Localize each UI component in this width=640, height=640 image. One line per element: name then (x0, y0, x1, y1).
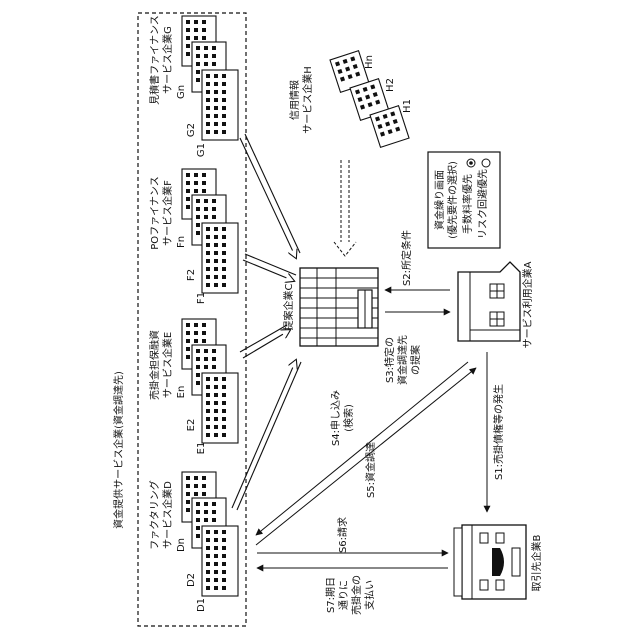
step-s4-label: S4:申し込み (検索) (329, 390, 355, 446)
label-e2: E2 (186, 419, 197, 432)
label-g1: G1 (196, 143, 207, 157)
svg-text:ファクタリング: ファクタリング (148, 480, 161, 550)
label-hn: Hn (364, 55, 375, 69)
svg-text:売掛金担保融資: 売掛金担保融資 (148, 330, 161, 400)
proposal-company-label: 提案企業C (282, 283, 295, 330)
step-s5-label: S5:資金調達 (364, 442, 377, 498)
label-en: En (176, 386, 187, 399)
radio-risk-priority[interactable] (482, 159, 490, 167)
svg-text:サービス企業E: サービス企業E (161, 332, 174, 398)
label-h1: H1 (402, 99, 413, 113)
credit-info-arrow (334, 160, 356, 256)
svg-text:の提案: の提案 (409, 345, 422, 375)
svg-text:サービス企業G: サービス企業G (161, 26, 174, 94)
svg-text:S7:期日: S7:期日 (325, 577, 337, 613)
svg-text:S3:特定の: S3:特定の (383, 337, 396, 383)
svg-text:(検索): (検索) (342, 404, 355, 432)
svg-text:通りに: 通りに (338, 580, 350, 610)
provider-group-label: 資金提供サービス企業(資金調達先) (112, 371, 125, 529)
step-s3-label: S3:特定の 資金調達先 の提案 (383, 335, 422, 385)
label-fn: Fn (176, 236, 187, 248)
svg-text:信用情報: 信用情報 (288, 80, 301, 120)
trading-partner-building (454, 525, 526, 599)
screen-title: 資金繰り画面 (433, 170, 446, 230)
svg-text:見積書ファイナンス: 見積書ファイナンス (148, 15, 161, 105)
label-f2: F2 (186, 269, 197, 281)
service-user-label: サービス利用企業A (521, 261, 534, 348)
label-gn: Gn (176, 85, 187, 99)
label-h2: H2 (385, 78, 396, 92)
provider-cluster-g (182, 16, 238, 140)
label-f1: F1 (196, 292, 207, 304)
group-e-label: 売掛金担保融資 サービス企業E (148, 330, 174, 400)
option-risk-priority: リスク回避優先 (476, 169, 489, 239)
group-f-label: POファイナンス サービス企業F (149, 176, 174, 250)
svg-text:S4:申し込み: S4:申し込み (329, 390, 342, 446)
svg-text:サービス企業F: サービス企業F (161, 180, 174, 246)
screen-subtitle: (優先要件の選択) (446, 161, 459, 239)
step-s7-label: S7:期日 通りに 売掛金の 支払い (325, 575, 376, 615)
service-user-building (458, 262, 520, 341)
credit-info-label: 信用情報 サービス企業H (288, 66, 314, 134)
svg-text:支払い: 支払い (363, 580, 376, 610)
label-d2: D2 (186, 573, 197, 587)
priority-screen: 資金繰り画面 (優先要件の選択) 手数料率優先 リスク回避優先 (428, 152, 500, 248)
svg-text:資金調達先: 資金調達先 (396, 335, 409, 385)
step-s1-label: S1:売掛債権等の発生 (492, 384, 505, 480)
trading-partner-label: 取引先企業B (530, 534, 543, 591)
label-e1: E1 (196, 442, 207, 455)
step-s2-label: S2:所定条件 (400, 230, 413, 286)
proposal-company-building (300, 268, 378, 346)
group-g-label: 見積書ファイナンス サービス企業G (148, 15, 174, 105)
svg-text:売掛金の: 売掛金の (350, 575, 363, 615)
group-d-label: ファクタリング サービス企業D (148, 480, 174, 550)
svg-text:サービス企業H: サービス企業H (301, 66, 314, 134)
step-s6-label: S6:請求 (336, 517, 349, 553)
label-d1: D1 (196, 598, 207, 612)
label-dn: Dn (176, 538, 187, 552)
arrow-s4 (256, 362, 468, 535)
svg-text:POファイナンス: POファイナンス (149, 176, 161, 250)
option-fee-priority: 手数料率優先 (461, 174, 474, 234)
label-g2: G2 (186, 123, 197, 137)
svg-text:サービス企業D: サービス企業D (161, 481, 174, 549)
